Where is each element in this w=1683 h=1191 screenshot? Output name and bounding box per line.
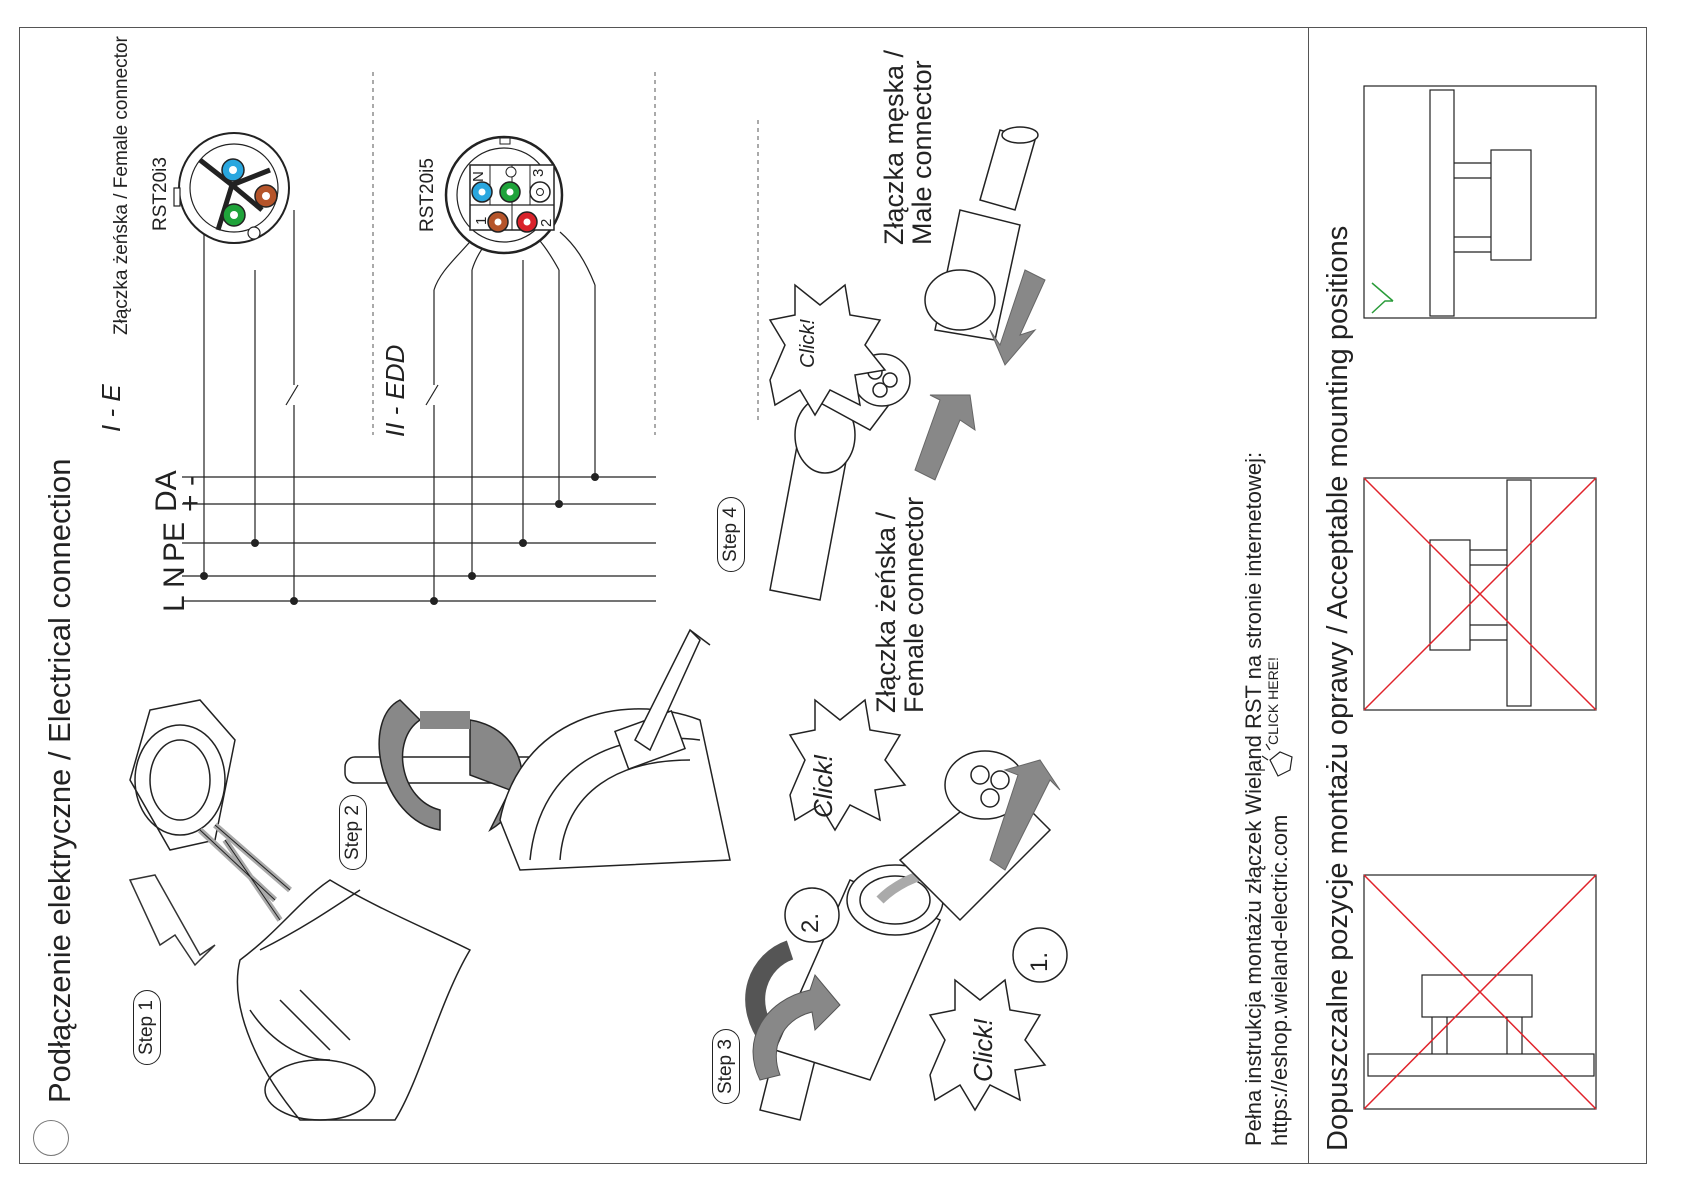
- bus-label-minus: -: [174, 476, 207, 486]
- model-label-rst20i5: RST20i5: [417, 158, 438, 232]
- pin-label-2: 2: [538, 218, 555, 227]
- step4-arrow-up: [914, 394, 976, 481]
- click-burst-1: [788, 698, 907, 832]
- mounting-box-1: [1363, 874, 1597, 1110]
- drops-i5: [425, 229, 596, 601]
- number-circle-2: [784, 887, 840, 943]
- step1-illustration: [129, 699, 472, 1121]
- click-burst-2: [928, 978, 1047, 1112]
- info-text-line1: Pełna instrukcja montażu złączek Wieland…: [1241, 451, 1266, 1146]
- click-burst-3: [768, 283, 887, 417]
- connector-face-i5: [444, 135, 564, 255]
- number-label-1: 1.: [1026, 951, 1053, 972]
- bus-lines: [182, 476, 656, 602]
- click-text-1: Click!: [808, 754, 838, 818]
- female-connector-line2: Female connector: [899, 496, 929, 713]
- page-title: Podłączenie elektryczne / Electrical con…: [42, 458, 77, 1103]
- step-1-badge: Step 1: [133, 990, 161, 1065]
- step-4-badge: Step 4: [717, 497, 745, 572]
- junction-dots-i5: [430, 473, 599, 605]
- section-label-iiedd: II - EDD: [380, 344, 410, 437]
- male-connector-label: Złączka męska / Male connector: [879, 49, 937, 245]
- bus-label-l: L: [158, 595, 191, 612]
- cross-line: [1363, 874, 1597, 1110]
- step2-illustration: [344, 628, 731, 871]
- model-label-rst20i3: RST20i3: [150, 157, 171, 231]
- male-connector-line1: Złączka męska /: [879, 49, 909, 245]
- click-text-3: Click!: [797, 319, 819, 368]
- number-circle-1: [1012, 927, 1068, 983]
- male-connector-line2: Male connector: [907, 60, 937, 245]
- check-icon: [1371, 282, 1394, 314]
- female-connector-label-top: Złączka żeńska / Female connector: [111, 36, 132, 335]
- drops-i3: [203, 210, 299, 601]
- section-label-ie: I - E: [96, 384, 126, 432]
- step4-illustration: [769, 126, 1039, 601]
- mounting-box-2: [1363, 477, 1597, 711]
- info-url-link[interactable]: https://eshop.wieland-electric.com: [1267, 814, 1292, 1146]
- junction-dots-i3: [200, 539, 298, 605]
- step3-rotate-arrow: [752, 973, 841, 1081]
- bus-label-pe: PE: [158, 521, 191, 562]
- cross-line: [1363, 477, 1597, 711]
- step3-arrow-1: [989, 759, 1061, 871]
- pin-label-1: 1: [473, 216, 490, 225]
- page-frame: [19, 27, 1647, 1164]
- step1-arrow: [128, 874, 216, 967]
- mounting-box-3: [1363, 85, 1597, 319]
- pin-label-n: N: [470, 171, 487, 182]
- click-text-2: Click!: [968, 1018, 998, 1082]
- bus-label-n: N: [158, 566, 191, 588]
- section-divider: [1308, 27, 1309, 1164]
- dashed-separators: [372, 72, 759, 435]
- female-connector-line1: Złączka żeńska /: [871, 511, 901, 713]
- step-3-badge: Step 3: [712, 1029, 740, 1104]
- step4-arrow-down: [989, 269, 1046, 366]
- mounting-title: Dopuszczalne pozycje montażu oprawy / Ac…: [1322, 225, 1354, 1151]
- number-label-2: 2.: [797, 912, 824, 933]
- bullet-circle: [33, 1120, 69, 1156]
- pin-label-3: 3: [530, 168, 547, 177]
- step-2-badge: Step 2: [339, 795, 367, 870]
- click-here-link[interactable]: CLICK HERE!: [1265, 657, 1281, 745]
- bus-label-plus: +: [174, 494, 207, 512]
- connector-face-i3: [173, 132, 290, 244]
- hand-cursor-icon: [1260, 743, 1293, 777]
- female-connector-label: Złączka żeńska / Female connector: [871, 496, 929, 713]
